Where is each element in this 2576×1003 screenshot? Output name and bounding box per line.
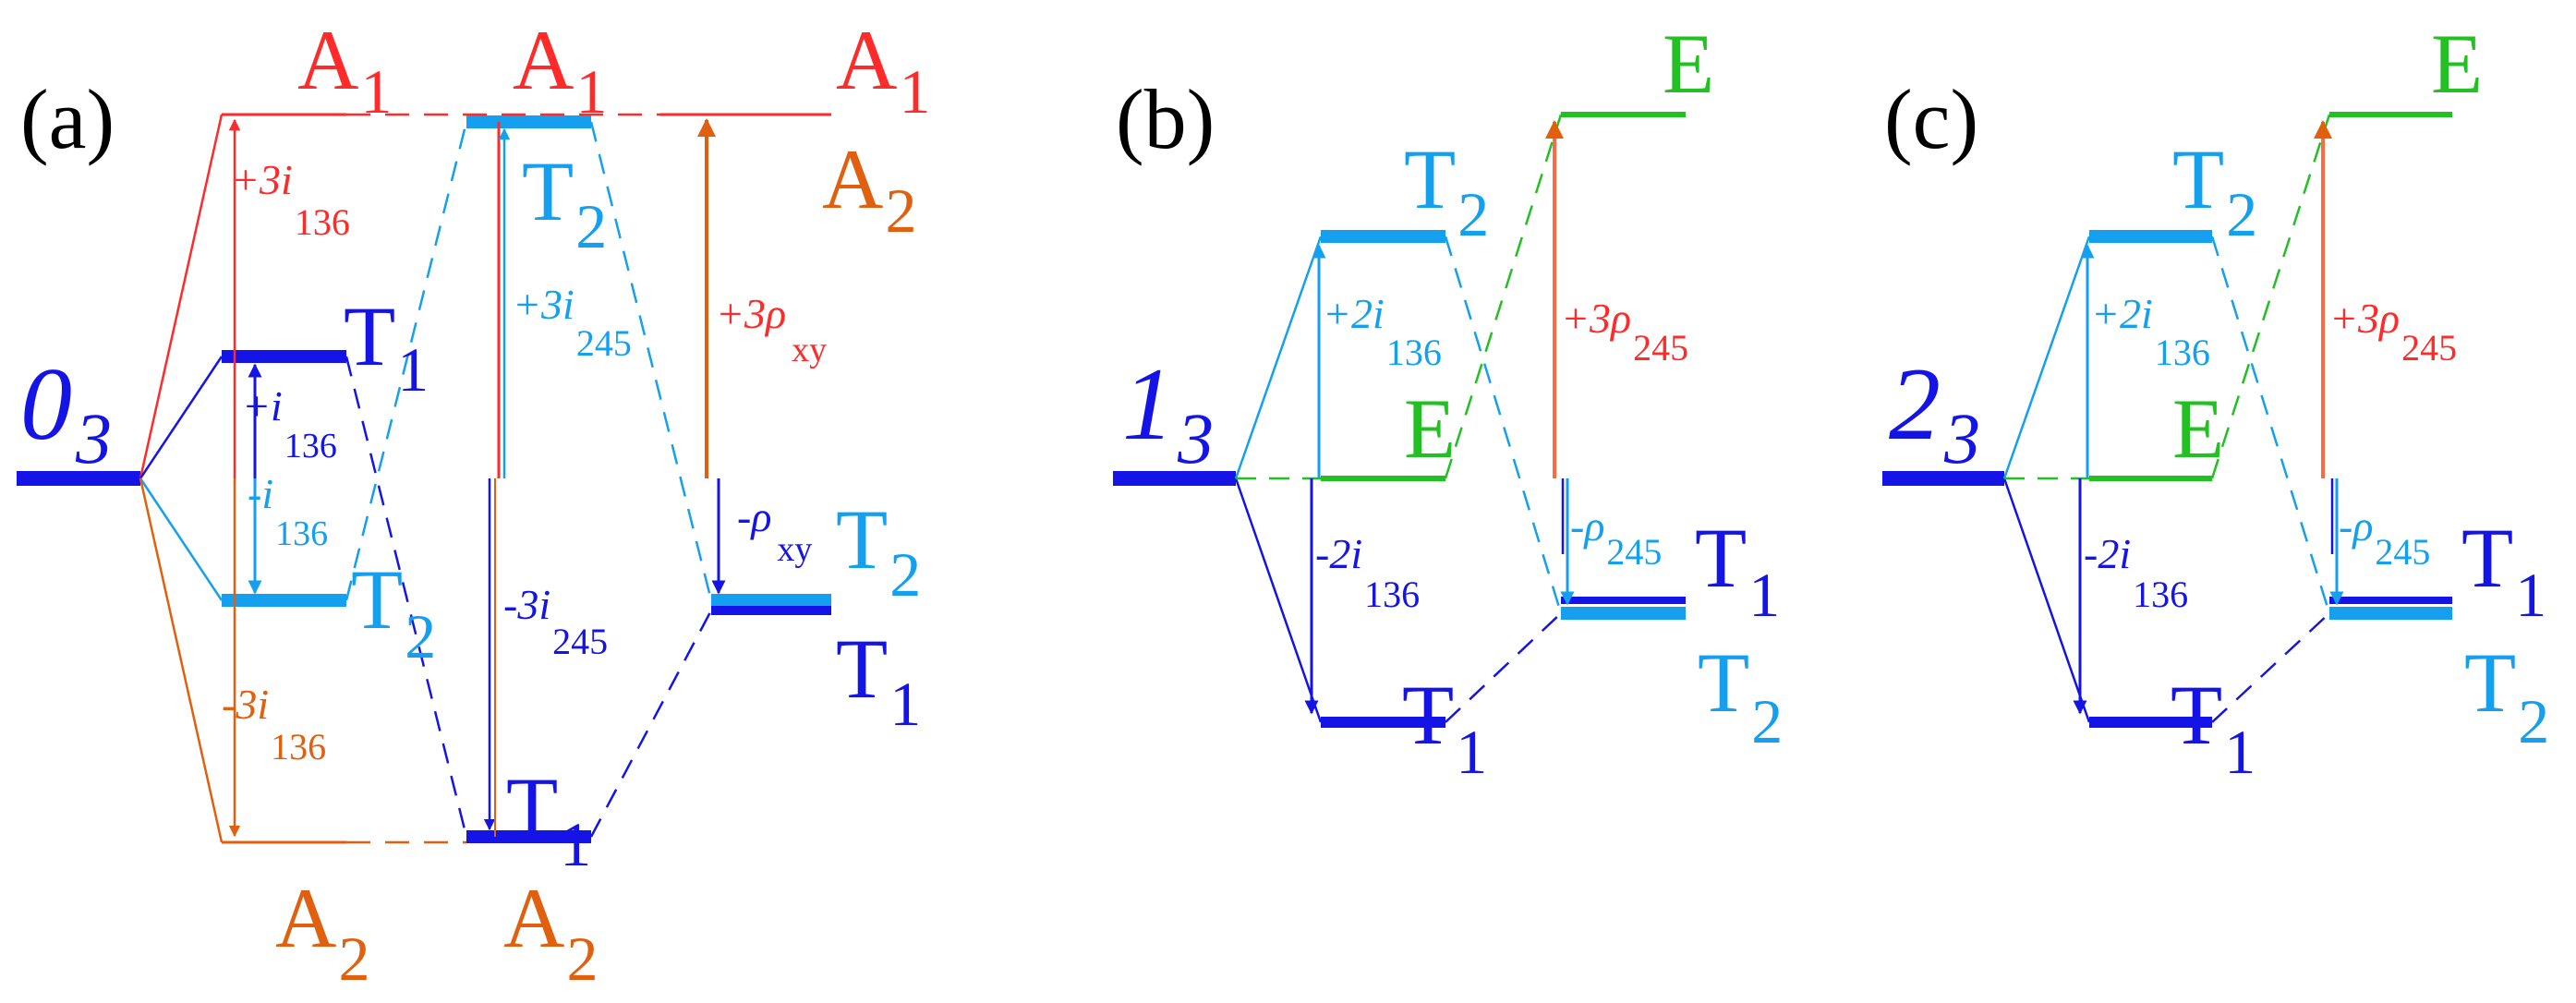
connector-a2 bbox=[139, 477, 224, 843]
label-t2-right: T2 bbox=[836, 492, 921, 610]
label-a1-top-mid: A1 bbox=[513, 13, 607, 127]
label-a1-top-left: A1 bbox=[297, 13, 392, 127]
state-label-2-3: 23 bbox=[1889, 347, 1980, 478]
panel-a: (a) 03 bbox=[17, 13, 930, 994]
dash-t1-low-right bbox=[2211, 612, 2330, 723]
dash-e-mid-top bbox=[2210, 114, 2331, 479]
label-a2-bottom-mid: A2 bbox=[503, 871, 598, 994]
label-t2-up: T2 bbox=[2172, 132, 2257, 249]
arrow-label-minus2i136: -2i136 bbox=[1315, 530, 1420, 615]
connector-t1-low bbox=[2002, 477, 2091, 723]
arrow-label-plus3i136: +3i136 bbox=[231, 156, 350, 243]
arrow-label-plusi136: +i136 bbox=[242, 382, 337, 465]
panel-b: (b) 13 E T2 E T1 T1 T2 +2i136 -2i136 +3ρ… bbox=[1113, 17, 1783, 787]
label-t2-left: T2 bbox=[351, 552, 436, 671]
arrow-label-minusrho245: -ρ245 bbox=[1570, 502, 1662, 573]
arrow-label-plus2i136: +2i136 bbox=[2091, 290, 2210, 373]
label-a1-top-right: A1 bbox=[836, 13, 930, 127]
label-t1-mid: T1 bbox=[506, 760, 591, 879]
label-t1-low: T1 bbox=[1402, 668, 1487, 787]
arrow-label-minus2i136: -2i136 bbox=[2084, 530, 2188, 615]
panel-label-a: (a) bbox=[20, 72, 115, 166]
panel-c: (c) 23 E T2 E T1 T1 T2 +2i136 -2i136 +3ρ… bbox=[1882, 17, 2549, 787]
label-t1-low: T1 bbox=[2171, 668, 2256, 787]
dash-t2-up-right bbox=[1444, 236, 1563, 614]
arrow-label-minus3i136: -3i136 bbox=[222, 681, 326, 767]
connector-t1 bbox=[139, 356, 224, 479]
label-t1-right: T1 bbox=[836, 622, 921, 739]
state-label-0-3: 03 bbox=[20, 347, 112, 478]
label-t1-right: T1 bbox=[2461, 511, 2546, 630]
dash-t1-left-mid bbox=[345, 356, 468, 838]
label-e-top: E bbox=[2431, 17, 2483, 111]
arrow-label-minus3i245: -3i245 bbox=[503, 581, 608, 662]
connector-t2 bbox=[139, 477, 224, 601]
label-t2-mid: T2 bbox=[522, 144, 607, 261]
dash-t2-up-right bbox=[2210, 236, 2331, 614]
panel-label-c: (c) bbox=[1884, 72, 1978, 166]
dash-e-mid-top bbox=[1444, 114, 1563, 479]
label-e-mid: E bbox=[2172, 381, 2224, 476]
label-t1-left: T1 bbox=[344, 289, 429, 405]
arrow-label-plus3i245: +3i245 bbox=[513, 281, 632, 364]
label-a2-bottom-left: A2 bbox=[275, 871, 369, 994]
label-t2-up: T2 bbox=[1404, 132, 1489, 249]
connector-a1 bbox=[139, 114, 224, 479]
arrow-label-plus3rho245: +3ρ245 bbox=[2329, 295, 2457, 369]
label-e-mid: E bbox=[1404, 381, 1456, 476]
dash-t1-mid-right bbox=[589, 610, 713, 838]
label-e-top: E bbox=[1663, 17, 1714, 111]
dash-t1-low-right bbox=[1445, 612, 1562, 723]
dash-t2-left-mid bbox=[345, 121, 468, 601]
arrow-label-plus3rho245: +3ρ245 bbox=[1561, 295, 1688, 369]
arrow-label-minusrhoxy: -ρxy bbox=[737, 493, 812, 569]
arrow-label-plus3rhoxy: +3ρxy bbox=[716, 290, 827, 369]
dash-t2-mid-right bbox=[589, 121, 713, 601]
arrow-label-minusi136: -i136 bbox=[248, 470, 328, 553]
panel-label-b: (b) bbox=[1116, 72, 1215, 166]
connector-t1-low bbox=[1234, 477, 1323, 723]
connector-t2-up bbox=[2002, 236, 2091, 479]
arrow-label-plus2i136: +2i136 bbox=[1323, 290, 1442, 373]
label-a2-right: A2 bbox=[822, 132, 916, 246]
label-t2-right: T2 bbox=[2464, 635, 2549, 756]
state-label-1-3: 13 bbox=[1122, 347, 1214, 478]
label-t2-right: T2 bbox=[1698, 635, 1783, 756]
label-t1-right: T1 bbox=[1695, 511, 1780, 630]
connector-t2-up bbox=[1234, 236, 1323, 479]
arrow-label-minusrho245: -ρ245 bbox=[2339, 502, 2430, 573]
